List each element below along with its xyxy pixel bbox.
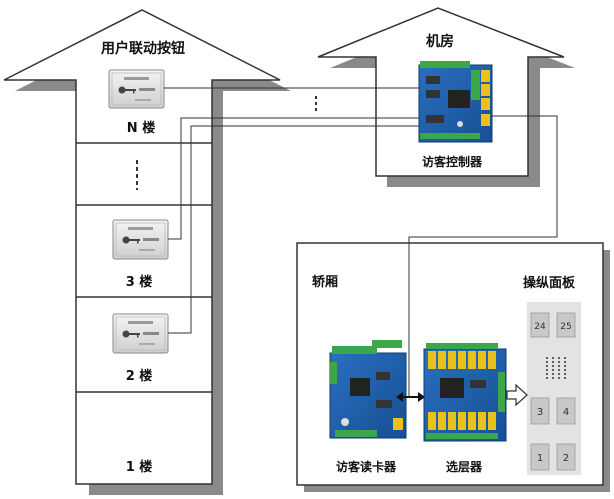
chip [426,115,444,123]
cpu-chip [448,90,470,108]
operating-panel-title: 操纵面板 [523,275,576,291]
svg-text:3: 3 [537,407,543,418]
relay [481,70,490,82]
relay [481,84,490,96]
cpu-chip [350,378,370,396]
chip [376,372,390,380]
card-reader-label: 访客读卡器 [336,459,397,474]
wire-controller-car [408,115,558,397]
tag-strip [128,321,153,324]
building-title: 用户联动按钮 [101,40,185,57]
floor-button-24[interactable]: 24 [530,312,550,338]
floor-button-3[interactable]: 3 [530,397,550,425]
visitor-controller-board [418,61,493,143]
wire-2-floor [168,125,419,334]
terminal-block [372,340,402,348]
call-button-panel-n[interactable] [108,69,165,109]
chip [470,380,486,388]
svg-text:4: 4 [563,407,569,418]
chip [376,400,392,408]
card-reader-board [329,340,407,439]
floor-label-3: 3 楼 [126,274,153,290]
floor-label-n: N 楼 [127,120,155,136]
terminal-block [420,61,470,68]
tag-strip [124,77,149,80]
relay [393,418,403,430]
call-button-panel-2[interactable] [112,313,169,354]
terminal-block [420,133,480,139]
hollow-arrow-icon [506,383,528,407]
relay-row-bottom [428,412,496,430]
svg-text:2: 2 [563,453,569,464]
terminal-block [330,362,337,384]
terminal-block [426,433,498,439]
chip [426,76,440,84]
terminal-block [426,343,498,349]
tag-strip [128,227,153,230]
floor-button-2[interactable]: 2 [556,443,576,471]
bidirectional-arrow-icon [396,392,425,402]
machine-room-title: 机房 [426,33,454,50]
cpu-chip [440,378,464,398]
chip [426,90,440,98]
terminal-block [498,372,505,412]
relay [481,98,490,110]
operating-panel: 24 25 3 4 1 2 [527,302,581,475]
floor-button-25[interactable]: 25 [556,312,576,338]
floor-selector-label: 选层器 [446,459,483,474]
panel-ellipsis [546,357,566,381]
svg-text:25: 25 [560,322,571,332]
floor-button-1[interactable]: 1 [530,443,550,471]
svg-text:24: 24 [534,322,546,332]
floor-selector-board [423,343,507,442]
wire-3-floor [168,117,419,240]
terminal-block [332,346,377,354]
floor-label-2: 2 楼 [126,368,153,384]
svg-text:1: 1 [537,453,543,464]
elevator-car-title: 轿厢 [312,274,338,290]
key-icon [122,330,140,338]
visitor-controller-label: 访客控制器 [422,154,483,169]
floor-button-4[interactable]: 4 [556,397,576,425]
key-icon [122,236,140,244]
call-button-panel-3[interactable] [112,219,169,260]
wiring [164,87,558,397]
key-icon [118,86,136,94]
relay-row-top [428,351,496,369]
relay [481,114,490,126]
terminal-block [471,70,480,100]
floor-label-1: 1 楼 [126,459,153,475]
terminal-block [335,430,377,437]
